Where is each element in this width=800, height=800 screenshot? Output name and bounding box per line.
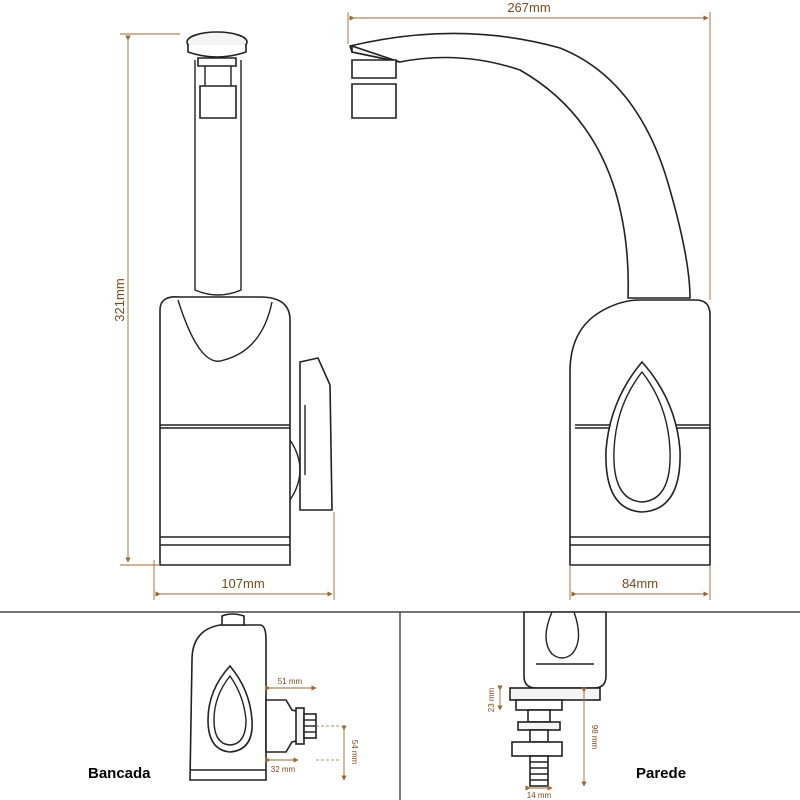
dimension-label-width: 267mm — [507, 0, 550, 15]
dimension-label-base-side: 84mm — [622, 576, 658, 591]
dimension-width: 267mm — [347, 0, 711, 300]
side-view-faucet — [348, 32, 711, 566]
parede-dim-14: 14 mm — [527, 791, 552, 800]
bancada-dim-51: 51 mm — [278, 677, 303, 686]
dimension-label-base-front: 107mm — [221, 576, 264, 591]
parede-label: Parede — [636, 765, 686, 782]
dimension-height: 321mm — [112, 33, 180, 566]
bancada-detail: 51 mm 32 mm 54 mm — [189, 613, 359, 781]
dimension-base-front: 107mm — [153, 512, 335, 600]
bancada-dim-32: 32 mm — [271, 765, 296, 774]
parede-dim-98: 98 mm — [590, 725, 599, 750]
parede-dim-23: 23 mm — [487, 687, 496, 712]
bancada-dim-54: 54 mm — [350, 740, 359, 765]
front-view-faucet — [159, 31, 333, 566]
parede-detail: 23 mm 98 mm 14 mm — [487, 611, 607, 800]
dimension-base-side: 84mm — [569, 565, 711, 600]
bancada-label: Bancada — [88, 765, 151, 782]
dimension-label-height: 321mm — [112, 278, 127, 321]
